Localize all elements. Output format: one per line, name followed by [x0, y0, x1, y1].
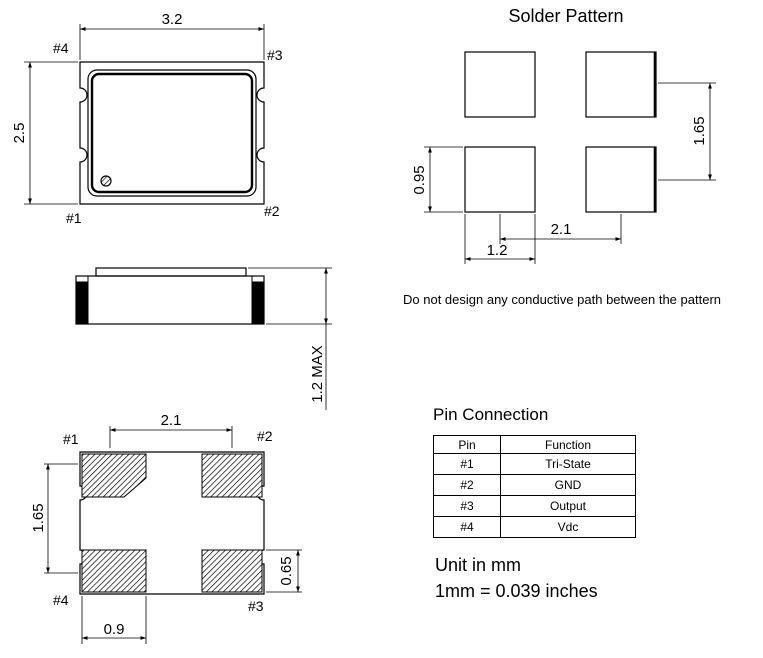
- unit-conversion: 1mm = 0.039 inches: [435, 581, 598, 601]
- table-row: #3 Output: [433, 495, 636, 517]
- pin-cell: #3: [433, 495, 501, 517]
- side-view: [75, 267, 332, 410]
- top-view: [24, 24, 265, 205]
- bottom-view-labels: 2.1 1.65 0.65 0.9 #1 #2 #4 #3: [30, 412, 295, 638]
- solder-vpitch-dim: 1.65: [691, 116, 708, 145]
- top-pin4-label: #4: [53, 40, 69, 56]
- table-row: #1 Tri-State: [433, 453, 636, 475]
- pin-cell: #2: [433, 474, 501, 496]
- bottom-pin1-label: #1: [63, 431, 79, 447]
- solder-pattern-labels: Solder Pattern 1.65 0.95 2.1 1.2: [411, 6, 708, 259]
- solder-pattern-note: Do not design any conductive path betwee…: [403, 292, 721, 307]
- header-function: Function: [500, 435, 636, 454]
- bottom-pad-pin4: [81, 549, 147, 593]
- bottom-pad-pin1: [81, 453, 147, 498]
- function-cell: Output: [500, 495, 636, 517]
- bottom-pin2-label: #2: [257, 428, 273, 444]
- solder-pad-bottom-left: [464, 146, 536, 213]
- top-pin3-label: #3: [267, 47, 283, 63]
- top-view-lid: [87, 69, 257, 197]
- function-cell: Vdc: [500, 516, 636, 538]
- solder-pad-width-dim: 1.2: [487, 242, 508, 259]
- bottom-view: [44, 426, 302, 644]
- top-width-dim: 3.2: [162, 11, 183, 28]
- solder-pad-top-right: [585, 51, 657, 118]
- top-view-labels: 3.2 2.5 #4 #3 #1 #2: [11, 11, 283, 226]
- pin-cell: #1: [433, 453, 501, 475]
- pin-connection-title: Pin Connection: [433, 405, 549, 424]
- bottom-pad-width-dim: 0.9: [104, 621, 125, 638]
- unit-label: Unit in mm: [435, 555, 522, 575]
- top-pin2-label: #2: [264, 203, 280, 219]
- bottom-pin4-label: #4: [53, 592, 69, 608]
- solder-hpitch-dim: 2.1: [551, 221, 572, 238]
- side-view-right-terminal: [252, 281, 265, 325]
- bottom-pin3-label: #3: [248, 598, 264, 614]
- header-pin: Pin: [433, 435, 501, 454]
- table-row: #2 GND: [433, 474, 636, 496]
- side-view-lid: [95, 267, 247, 277]
- function-cell: GND: [500, 474, 636, 496]
- bottom-spacing-dim: 2.1: [161, 412, 182, 429]
- top-view-body-outline: [79, 61, 265, 205]
- solder-pattern-title: Solder Pattern: [508, 6, 623, 26]
- top-view-lid-inner: [90, 72, 254, 194]
- function-cell: Tri-State: [500, 453, 636, 475]
- top-pin1-label: #1: [66, 210, 82, 226]
- pin-cell: #4: [433, 516, 501, 538]
- bottom-pad-pin3: [201, 549, 263, 593]
- pin-connection-table: Pin Function #1 Tri-State #2 GND #3 Outp…: [433, 435, 636, 538]
- solder-pad-bottom-right: [585, 146, 657, 213]
- table-row: #4 Vdc: [433, 516, 636, 538]
- bottom-pad-height-dim: 0.65: [278, 556, 295, 585]
- solder-pad-top-left: [464, 51, 536, 118]
- bottom-pad-pin2: [201, 453, 263, 498]
- top-height-dim: 2.5: [11, 123, 28, 144]
- side-view-left-terminal: [75, 281, 88, 325]
- solder-pad-height-dim: 0.95: [411, 165, 428, 194]
- bottom-pitch-dim: 1.65: [30, 503, 47, 532]
- table-header-row: Pin Function: [433, 435, 636, 454]
- solder-pattern: [424, 51, 716, 264]
- side-height-dim: 1.2 MAX: [309, 345, 326, 403]
- side-view-body: [75, 275, 265, 325]
- pin1-marker-dot: [100, 175, 112, 187]
